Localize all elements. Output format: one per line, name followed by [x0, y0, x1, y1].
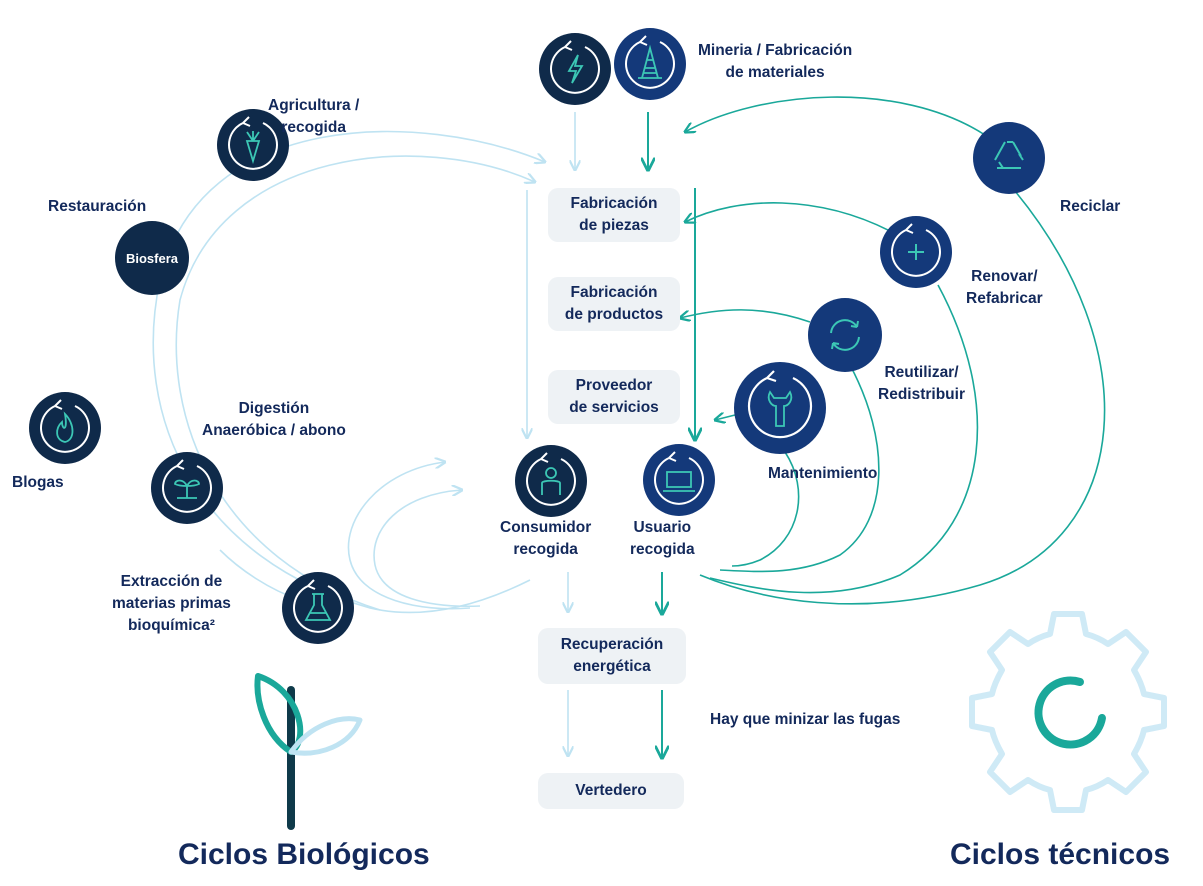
label-extraccion: Extracción de materias primas bioquímica…: [112, 573, 231, 634]
gear-icon: [969, 611, 1167, 813]
svg-text:Biosfera: Biosfera: [126, 251, 179, 266]
label-agricultura: Agricultura / recogida: [268, 97, 360, 136]
person-icon: [515, 445, 587, 517]
biosfera-circle: Biosfera: [115, 221, 189, 295]
plus-icon: [880, 216, 952, 288]
biological-arcs: [152, 112, 575, 756]
sprout-icon: [151, 452, 223, 524]
title-ciclos-tecnicos: Ciclos técnicos: [950, 838, 1171, 871]
box-fabricacion-productos: Fabricación de productos: [548, 277, 680, 331]
lightning-icon: [539, 33, 611, 105]
box-fabricacion-piezas: Fabricación de piezas: [548, 188, 680, 242]
flame-icon: [29, 392, 101, 464]
label-renovar: Renovar/ Refabricar: [966, 268, 1043, 307]
title-ciclos-biologicos: Ciclos Biológicos: [178, 838, 430, 871]
box-vertedero: Vertedero: [538, 773, 684, 809]
label-biogas: Blogas: [12, 474, 64, 491]
label-mantenimiento: Mantenimiento: [768, 465, 878, 482]
technical-arcs: [648, 96, 1106, 758]
wrench-icon: [734, 362, 826, 454]
leaf-plant-icon: [254, 673, 363, 830]
label-reciclar: Reciclar: [1060, 198, 1121, 215]
oil-rig-icon: [614, 28, 686, 100]
carrot-icon: [217, 109, 289, 181]
label-consumidor: Consumidor recogida: [500, 519, 592, 558]
box-proveedor-servicios: Proveedor de servicios: [548, 370, 680, 424]
label-fugas: Hay que minizar las fugas: [710, 711, 901, 728]
laptop-icon: [643, 444, 715, 516]
flask-icon: [282, 572, 354, 644]
label-mineria: Mineria / Fabricación de materiales: [698, 42, 853, 81]
label-usuario: Usuario recogida: [630, 519, 695, 558]
label-reutilizar: Reutilizar/ Redistribuir: [878, 364, 965, 403]
box-recuperacion-energetica: Recuperación energética: [538, 628, 686, 684]
label-digestion: Digestión Anaeróbica / abono: [202, 400, 346, 439]
label-restauracion: Restauración: [48, 198, 147, 215]
recycle-icon: [973, 122, 1045, 194]
refresh-icon: [808, 298, 882, 372]
